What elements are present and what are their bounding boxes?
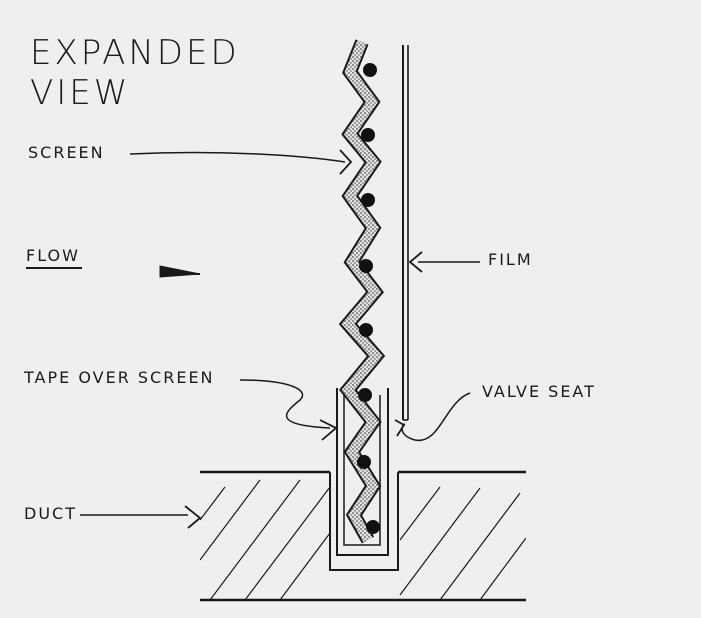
duct-channel xyxy=(329,472,399,571)
duct-hatching-left xyxy=(200,479,330,600)
duct-leader-head xyxy=(184,505,202,529)
label-film: FILM xyxy=(488,250,533,269)
flow-arrow xyxy=(26,265,201,278)
duct-hatching-right xyxy=(399,486,526,600)
valve-seat-leader-head xyxy=(394,419,406,437)
title-line-2: VIEW xyxy=(30,73,131,113)
title-line-1: EXPANDED xyxy=(30,33,240,73)
label-valve-seat: VALVE SEAT xyxy=(482,382,596,401)
film-leader-head xyxy=(408,251,423,273)
label-screen: SCREEN xyxy=(28,143,105,162)
flow-arrowhead xyxy=(159,265,201,278)
label-tape-over-screen: TAPE OVER SCREEN xyxy=(24,368,215,387)
tape-inner xyxy=(343,395,381,546)
duct xyxy=(200,470,526,602)
screen-leader-head xyxy=(339,149,353,175)
label-flow: FLOW xyxy=(26,246,80,265)
tape-leader-head xyxy=(319,419,338,441)
label-duct: DUCT xyxy=(24,504,77,523)
leaders xyxy=(80,149,480,529)
screen xyxy=(338,39,386,544)
screen-leader xyxy=(129,151,346,163)
tape-outer xyxy=(336,388,389,556)
valve-seat-leader xyxy=(401,392,471,441)
tape-leader xyxy=(239,379,331,429)
film xyxy=(402,45,409,421)
screen-wires xyxy=(357,63,380,534)
tape-sleeve xyxy=(336,388,389,556)
